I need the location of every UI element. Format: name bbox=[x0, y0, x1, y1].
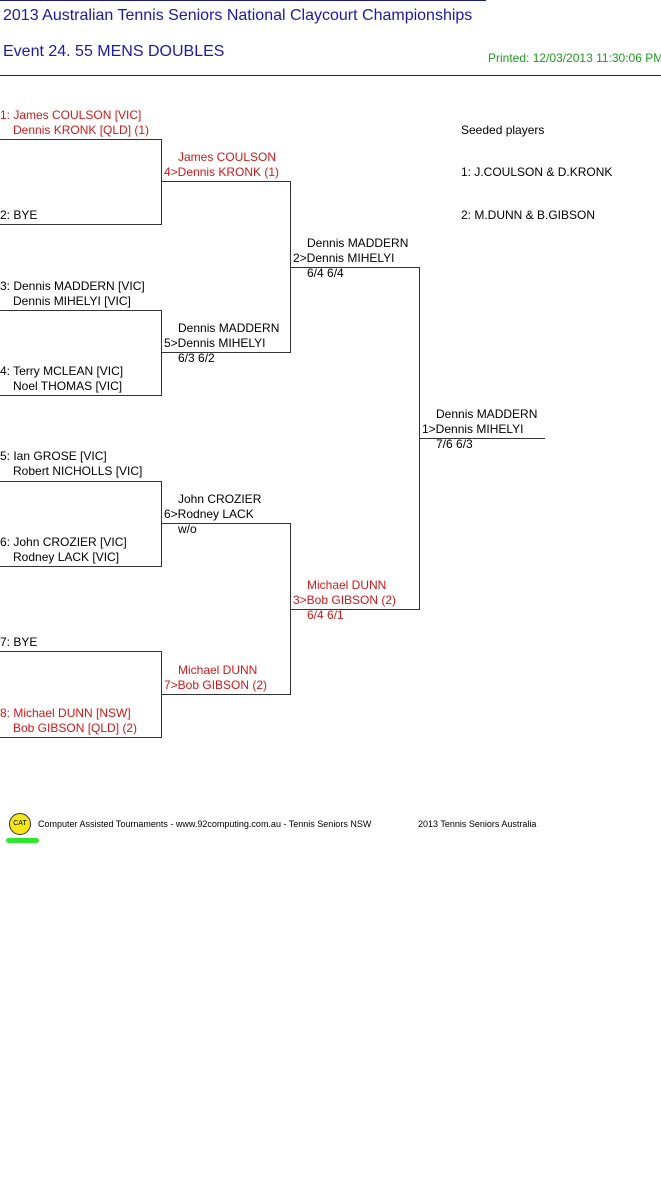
bracket-line bbox=[161, 139, 162, 225]
match-score: 6/4 6/4 bbox=[307, 266, 344, 280]
bracket-line bbox=[0, 651, 162, 652]
draw-entry-line2: Dennis MIHELYI [VIC] bbox=[13, 294, 131, 308]
bracket-line bbox=[419, 267, 420, 610]
semi-match-1: Dennis MADDERN 2>Dennis MIHELYI 6/4 6/4 bbox=[293, 236, 408, 281]
footer-copyright: 2013 Tennis Seniors Australia bbox=[418, 819, 537, 829]
draw-entry-line1: 8: Michael DUNN [NSW] bbox=[0, 706, 131, 720]
bracket-line bbox=[0, 737, 162, 738]
match-line2: 1>Dennis MIHELYI bbox=[422, 422, 524, 436]
draw-entry-line1: 5: Ian GROSE [VIC] bbox=[0, 449, 107, 463]
top-rule bbox=[0, 0, 486, 1]
draw-entry-line1: 6: John CROZIER [VIC] bbox=[0, 535, 127, 549]
draw-entry-line1: 1: James COULSON [VIC] bbox=[0, 108, 142, 122]
match-score: 6/3 6/2 bbox=[178, 351, 215, 365]
bracket-line bbox=[0, 566, 162, 567]
bracket-line bbox=[0, 224, 162, 225]
draw-entry-1: 1: James COULSON [VIC] Dennis KRONK [QLD… bbox=[0, 108, 149, 138]
match-line2: 6>Rodney LACK bbox=[164, 507, 254, 521]
semi-match-2: Michael DUNN 3>Bob GIBSON (2) 6/4 6/1 bbox=[293, 578, 396, 623]
match-line1: Michael DUNN bbox=[178, 663, 258, 677]
seed-item: 2: M.DUNN & B.GIBSON bbox=[461, 208, 596, 222]
draw-entry-4: 4: Terry MCLEAN [VIC] Noel THOMAS [VIC] bbox=[0, 364, 123, 394]
bracket-line bbox=[161, 481, 162, 567]
draw-entry-line1: 7: BYE bbox=[0, 635, 38, 649]
event-title: Event 24. 55 MENS DOUBLES bbox=[3, 43, 225, 60]
footer-credit: Computer Assisted Tournaments - www.92co… bbox=[38, 819, 372, 829]
bracket-line bbox=[162, 181, 291, 182]
bracket-line bbox=[161, 651, 162, 738]
draw-entry-line2: Noel THOMAS [VIC] bbox=[13, 379, 123, 393]
page-title: 2013 Australian Tennis Seniors National … bbox=[3, 7, 473, 24]
draw-entry-line2: Robert NICHOLLS [VIC] bbox=[13, 464, 143, 478]
bracket-line bbox=[290, 181, 291, 353]
bracket-line bbox=[162, 352, 291, 353]
bracket-line bbox=[162, 523, 291, 524]
logo-underline bbox=[6, 838, 39, 843]
draw-entry-line2: Bob GIBSON [QLD] (2) bbox=[13, 721, 138, 735]
match-line1: Michael DUNN bbox=[307, 578, 387, 592]
match-line1: Dennis MADDERN bbox=[436, 407, 538, 421]
cat-logo-icon: CAT bbox=[9, 813, 31, 835]
draw-entry-7: 7: BYE bbox=[0, 635, 37, 650]
final-winner: Dennis MADDERN 1>Dennis MIHELYI 7/6 6/3 bbox=[422, 407, 537, 452]
match-line2: 2>Dennis MIHELYI bbox=[293, 251, 395, 265]
draw-entry-5: 5: Ian GROSE [VIC] Robert NICHOLLS [VIC] bbox=[0, 449, 142, 479]
match-score: w/o bbox=[178, 522, 197, 536]
match-line2: 4>Dennis KRONK (1) bbox=[164, 165, 280, 179]
draw-entry-line1: 2: BYE bbox=[0, 208, 38, 222]
match-line1: John CROZIER bbox=[178, 492, 262, 506]
bracket-line bbox=[291, 609, 420, 610]
round2-match-1: James COULSON 4>Dennis KRONK (1) bbox=[164, 150, 279, 180]
match-score: 7/6 6/3 bbox=[436, 437, 473, 451]
round2-match-3: John CROZIER 6>Rodney LACK w/o bbox=[164, 492, 261, 537]
bracket-line bbox=[420, 438, 545, 439]
match-line1: Dennis MADDERN bbox=[307, 236, 409, 250]
bracket-line bbox=[290, 523, 291, 695]
draw-entry-2: 2: BYE bbox=[0, 208, 37, 223]
round2-match-4: Michael DUNN 7>Bob GIBSON (2) bbox=[164, 663, 267, 693]
bracket-line bbox=[0, 139, 162, 140]
draw-entry-6: 6: John CROZIER [VIC] Rodney LACK [VIC] bbox=[0, 535, 127, 565]
seed-item: 1: J.COULSON & D.KRONK bbox=[461, 165, 613, 179]
round2-match-2: Dennis MADDERN 5>Dennis MIHELYI 6/3 6/2 bbox=[164, 321, 279, 366]
bracket-line bbox=[0, 395, 162, 396]
draw-entry-line1: 3: Dennis MADDERN [VIC] bbox=[0, 279, 145, 293]
header-rule bbox=[0, 75, 661, 76]
draw-entry-line2: Rodney LACK [VIC] bbox=[13, 550, 120, 564]
match-line2: 5>Dennis MIHELYI bbox=[164, 336, 266, 350]
draw-entry-line2: Dennis KRONK [QLD] (1) bbox=[13, 123, 150, 137]
bracket-line bbox=[0, 310, 162, 311]
draw-entry-3: 3: Dennis MADDERN [VIC] Dennis MIHELYI [… bbox=[0, 279, 145, 309]
match-line2: 3>Bob GIBSON (2) bbox=[293, 593, 397, 607]
match-line1: James COULSON bbox=[178, 150, 277, 164]
bracket-line bbox=[162, 694, 291, 695]
bracket-line bbox=[161, 310, 162, 396]
draw-entry-8: 8: Michael DUNN [NSW] Bob GIBSON [QLD] (… bbox=[0, 706, 137, 736]
bracket-line bbox=[0, 481, 162, 482]
bracket-line bbox=[291, 267, 420, 268]
draw-entry-line1: 4: Terry MCLEAN [VIC] bbox=[0, 364, 124, 378]
match-line2: 7>Bob GIBSON (2) bbox=[164, 678, 268, 692]
match-score: 6/4 6/1 bbox=[307, 608, 344, 622]
printed-timestamp: Printed: 12/03/2013 11:30:06 PM bbox=[488, 51, 661, 65]
seeds-heading: Seeded players bbox=[461, 123, 545, 137]
match-line1: Dennis MADDERN bbox=[178, 321, 280, 335]
